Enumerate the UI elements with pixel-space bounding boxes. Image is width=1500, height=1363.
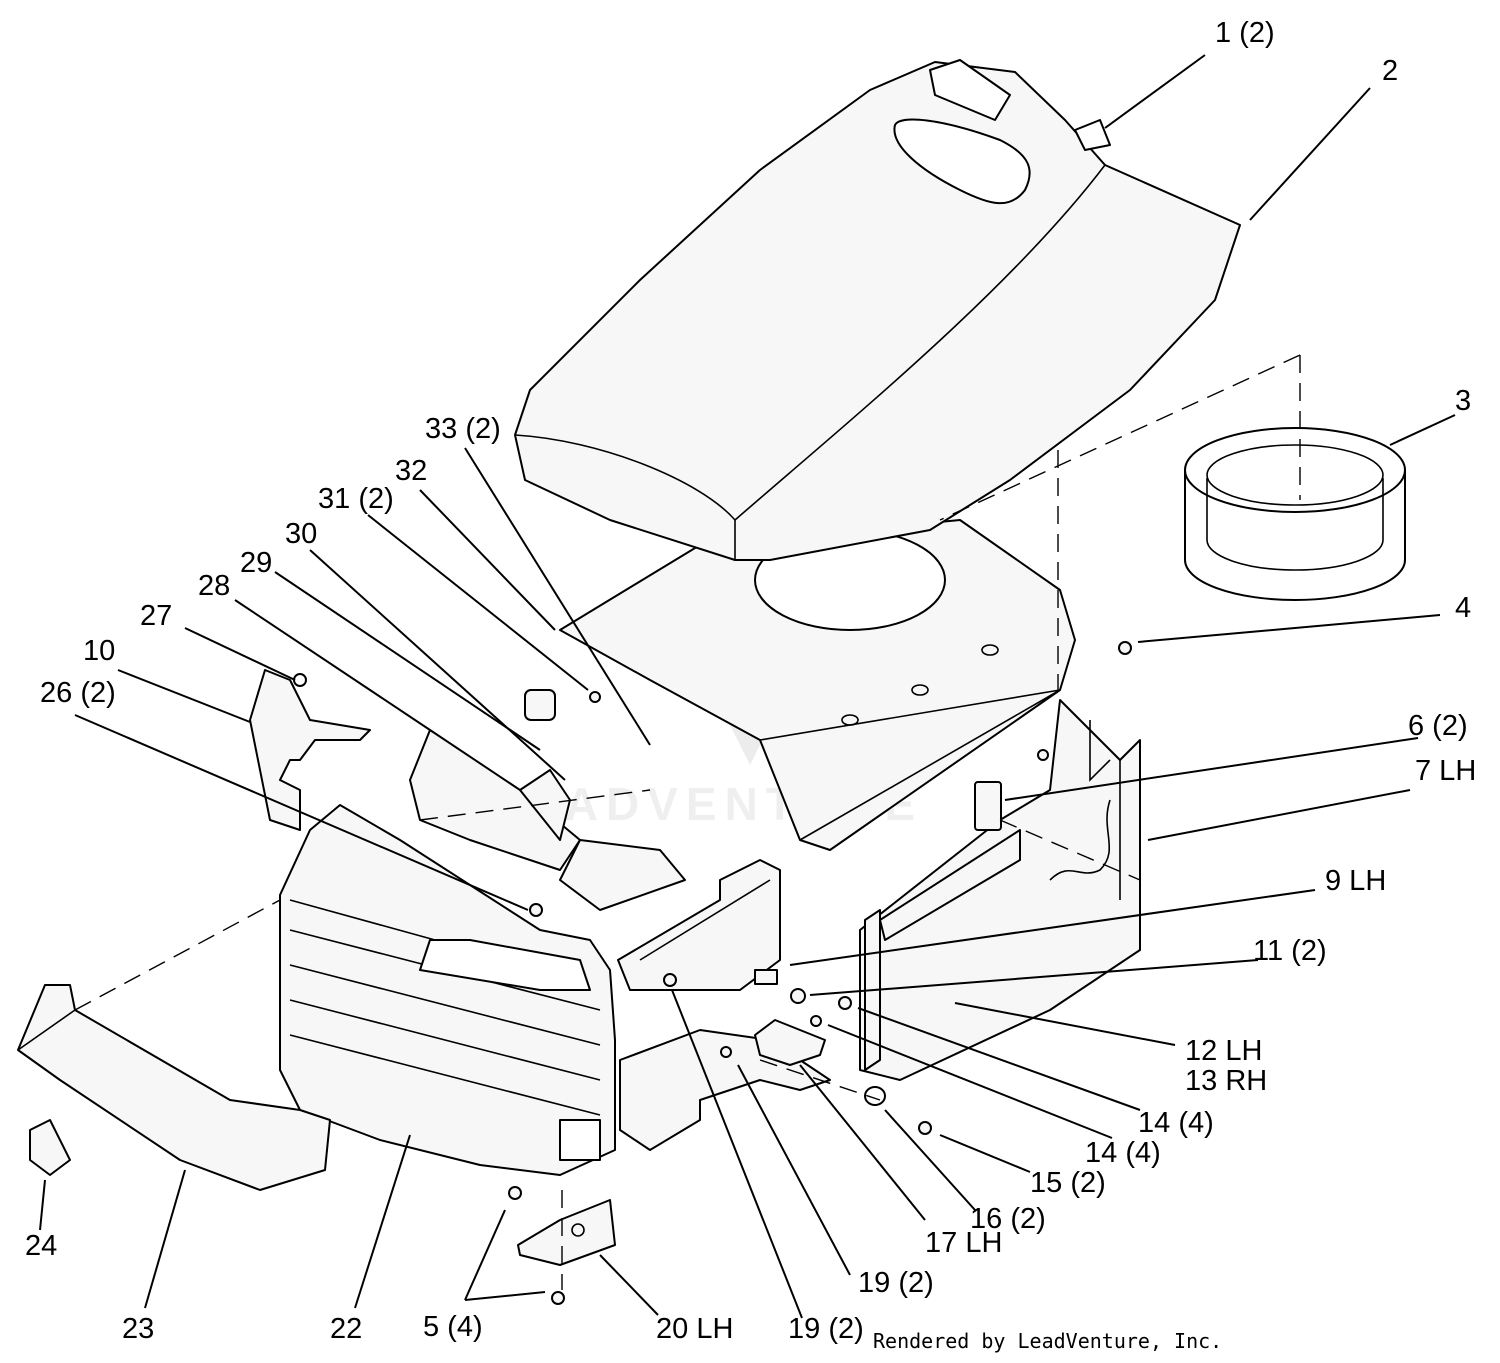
callout-12: 12 LH (1185, 1035, 1262, 1067)
callout-29: 29 (240, 547, 272, 579)
callout-22: 22 (330, 1313, 362, 1345)
callout-labels: 1 (2) 2 3 4 6 (2) 7 LH 9 LH 11 (2) 12 LH… (25, 17, 1476, 1345)
callout-27: 27 (140, 600, 172, 632)
callout-31: 31 (2) (318, 483, 394, 515)
callout-24: 24 (25, 1230, 57, 1262)
callout-20: 20 LH (656, 1313, 733, 1345)
part-23-bumper (17, 984, 331, 1191)
callout-1: 1 (2) (1215, 17, 1275, 49)
part-17-plate (754, 1019, 826, 1066)
part-2-hood (514, 59, 1241, 561)
callout-5: 5 (4) (423, 1311, 483, 1343)
callout-11: 11 (2) (1253, 935, 1327, 967)
callout-2: 2 (1382, 55, 1398, 87)
callout-6: 6 (2) (1408, 710, 1468, 742)
callout-17: 17 LH (925, 1227, 1002, 1259)
callout-19a: 19 (2) (858, 1267, 934, 1299)
callout-13: 13 RH (1185, 1065, 1267, 1097)
callout-14b: 14 (4) (1085, 1137, 1161, 1169)
callout-30: 30 (285, 518, 317, 550)
leader-lines (39, 54, 1456, 1319)
callout-3: 3 (1455, 385, 1471, 417)
part-24-emblem (29, 1119, 71, 1176)
callout-7: 7 LH (1415, 755, 1476, 787)
part-9-bracket (617, 859, 781, 991)
callout-28: 28 (198, 570, 230, 602)
callout-26: 26 (2) (40, 677, 116, 709)
callout-15: 15 (2) (1030, 1167, 1106, 1199)
callout-14a: 14 (4) (1138, 1107, 1214, 1139)
part-10-bracket (249, 669, 371, 831)
callout-33: 33 (2) (425, 413, 501, 445)
callout-16: 16 (2) (970, 1203, 1046, 1235)
credit-text: Rendered by LeadVenture, Inc. (873, 1329, 1222, 1353)
part-3-ring (1184, 427, 1406, 601)
part-22-grille (279, 804, 616, 1176)
fasteners (508, 641, 1132, 1305)
callout-23: 23 (122, 1313, 154, 1345)
callout-19b: 19 (2) (788, 1313, 864, 1345)
callout-4: 4 (1455, 592, 1471, 624)
callout-32: 32 (395, 455, 427, 487)
callout-9: 9 LH (1325, 865, 1386, 897)
callout-10: 10 (83, 635, 115, 667)
assembly-lines (74, 354, 1301, 1290)
part-20-bracket (517, 1199, 616, 1266)
